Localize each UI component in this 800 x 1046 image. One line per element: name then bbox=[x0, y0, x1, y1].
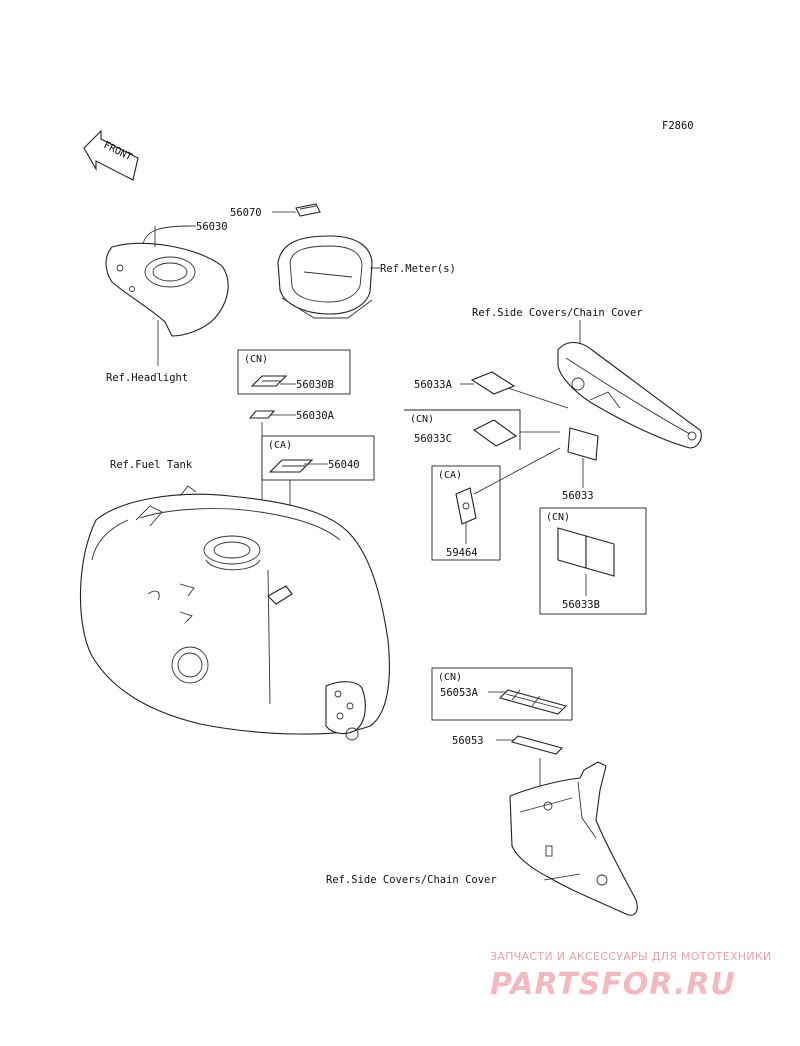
front-arrow-icon: FRONT bbox=[83, 129, 139, 181]
label-56030b bbox=[250, 375, 288, 387]
watermark-site: PARTSFOR.RU bbox=[490, 967, 736, 1002]
variant-box-cn-56033c bbox=[404, 409, 521, 450]
variant-box-cn-56053a bbox=[431, 667, 573, 721]
label-56033c bbox=[472, 419, 518, 447]
variant-ca-2: (CA) bbox=[438, 470, 462, 481]
label-56030a bbox=[248, 410, 276, 419]
watermark-tagline: ЗАПЧАСТИ И АКСЕССУАРЫ ДЛЯ МОТОТЕХНИКИ bbox=[490, 950, 772, 963]
part-56033c-label: 56033C bbox=[414, 433, 452, 445]
ref-side-covers-bottom-label: Ref.Side Covers/Chain Cover bbox=[326, 874, 497, 886]
label-56070 bbox=[295, 203, 321, 217]
side-cover-upper bbox=[557, 341, 702, 449]
part-56040-label: 56040 bbox=[328, 459, 360, 471]
ref-headlight-label: Ref.Headlight bbox=[106, 372, 188, 384]
variant-cn-2: (CN) bbox=[410, 414, 434, 425]
side-cover-lower bbox=[509, 761, 638, 916]
ref-side-covers-top-label: Ref.Side Covers/Chain Cover bbox=[472, 307, 643, 319]
label-56053a bbox=[498, 689, 568, 715]
variant-box-cn-56033b bbox=[539, 507, 647, 615]
part-56053a-label: 56053A bbox=[440, 687, 479, 699]
part-56033-label: 56033 bbox=[562, 490, 594, 502]
variant-box-cn-56030b bbox=[237, 349, 351, 395]
label-56053 bbox=[510, 735, 564, 755]
meter-assembly bbox=[277, 235, 373, 319]
label-56033 bbox=[567, 427, 599, 461]
label-59464 bbox=[455, 487, 477, 525]
label-56033b bbox=[557, 527, 615, 577]
part-59464-label: 59464 bbox=[446, 547, 478, 559]
label-56040 bbox=[268, 459, 314, 473]
part-56030-label: 56030 bbox=[196, 221, 228, 233]
part-56053-label: 56053 bbox=[452, 735, 484, 747]
part-56030a-label: 56030A bbox=[296, 410, 335, 422]
label-56033a bbox=[470, 371, 516, 395]
figure-code: F2860 bbox=[662, 120, 694, 132]
ref-meter-label: Ref.Meter(s) bbox=[380, 263, 456, 275]
variant-cn-1: (CN) bbox=[244, 354, 268, 365]
ref-fuel-tank-label: Ref.Fuel Tank bbox=[110, 459, 193, 471]
fuel-tank bbox=[79, 485, 390, 741]
variant-cn-4: (CN) bbox=[438, 672, 462, 683]
variant-box-ca-59464 bbox=[431, 465, 501, 561]
part-56030b-label: 56030B bbox=[296, 379, 334, 391]
part-56033a-label: 56033A bbox=[414, 379, 453, 391]
headlight-cover bbox=[105, 225, 229, 337]
variant-cn-3: (CN) bbox=[546, 512, 570, 523]
part-56070-label: 56070 bbox=[230, 207, 262, 219]
variant-ca-1: (CA) bbox=[268, 440, 292, 451]
part-56033b-label: 56033B bbox=[562, 599, 600, 611]
